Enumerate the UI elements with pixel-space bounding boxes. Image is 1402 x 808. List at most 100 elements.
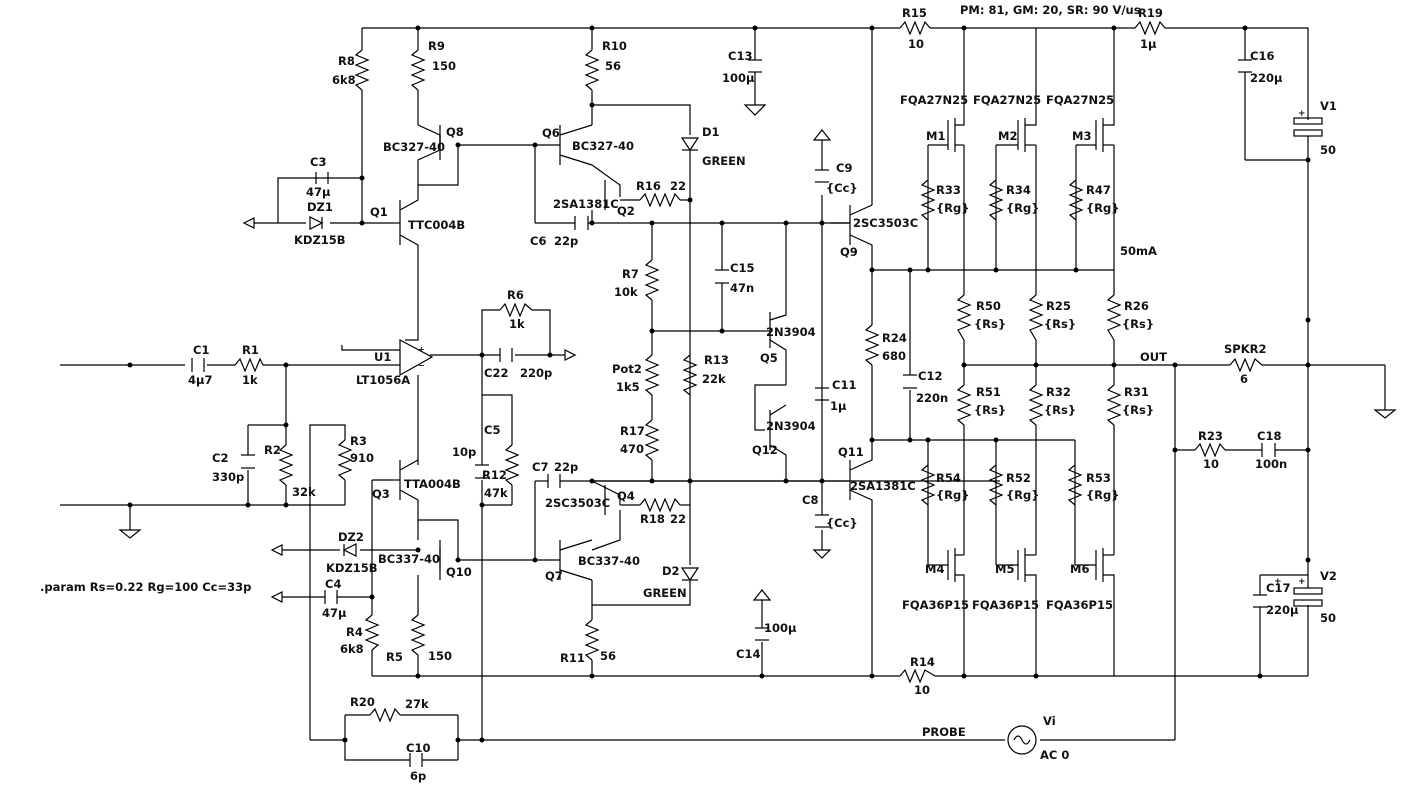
label-pot2-ref: Pot2 [612,362,642,376]
label-q8-ref: Q8 [446,125,464,139]
label-m6-ref: M6 [1070,562,1089,576]
label-r25-value: {Rs} [1044,317,1076,331]
label-m2-value: FQA27N25 [973,93,1041,107]
label-r34-value: {Rg} [1006,201,1039,215]
label-r6-value: 1k [509,317,525,331]
label-r14-value: 10 [914,683,930,697]
label-m1-ref: M1 [926,129,945,143]
label-q2-ref: Q2 [617,204,635,218]
label-c18-value: 100n [1255,457,1287,471]
label-q12-value: 2N3904 [766,419,816,433]
label-r1-value: 1k [242,373,258,387]
label-c6-value: 22p [554,234,578,248]
label-m4-value: FQA36P15 [902,598,969,612]
op-amp-u1-symbol [399,339,434,377]
label-m2-ref: M2 [998,129,1017,143]
label-r13-value: 22k [702,372,726,386]
label-v1-value: 50 [1320,143,1336,157]
analysis-stats-text: PM: 81, GM: 20, SR: 90 V/us [960,3,1141,17]
label-c22-value: 220p [520,366,552,380]
label-q10-ref: Q10 [446,565,472,579]
label-r20-ref: R20 [350,695,375,709]
label-r32-ref: R32 [1046,385,1071,399]
param-directive: .param Rs=0.22 Rg=100 Cc=33p [40,580,251,594]
label-m3-ref: M3 [1072,129,1091,143]
label-r6-ref: R6 [507,288,524,302]
label-u1-ref: U1 [374,350,391,364]
label-r33-ref: R33 [936,183,961,197]
label-r3-value: 910 [350,451,374,465]
label-v2-value: 50 [1320,611,1336,625]
label-dz1-value: KDZ15B [294,233,346,247]
label-c6-ref: C6 [530,234,546,248]
label-r24-ref: R24 [882,331,907,345]
label-c9-value: {Cc} [826,181,858,195]
label-c11-ref: C11 [832,378,856,392]
label-c12-ref: C12 [918,369,942,383]
label-r23-ref: R23 [1198,429,1223,443]
label-q9-value: 2SC3503C [853,216,918,230]
label-r53-ref: R53 [1086,471,1111,485]
transistor-symbols [393,118,1115,585]
label-c4-ref: C4 [325,577,341,591]
label-m5-ref: M5 [995,562,1014,576]
label-c1-value: 4µ7 [188,373,212,387]
label-c2-value: 330p [212,470,244,484]
label-r20-value: 27k [405,697,429,711]
label-q9-ref: Q9 [840,245,858,259]
label-v1-ref: V1 [1320,99,1337,113]
label-u1-value: LT1056A [356,373,410,387]
label-r34-ref: R34 [1006,183,1031,197]
label-c15-ref: C15 [730,261,754,275]
label-c2-ref: C2 [212,451,228,465]
label-r47-ref: R47 [1086,183,1111,197]
diode-symbols [309,137,700,582]
label-r31-ref: R31 [1124,385,1149,399]
label-r14-ref: R14 [910,655,935,669]
label-r15-ref: R15 [902,6,927,20]
label-q3-value: TTA004B [404,477,461,491]
label-r9-ref: R9 [428,39,445,53]
label-r54-value: {Rg} [936,488,969,502]
label-v2-ref: V2 [1320,569,1337,583]
label-r12-value: 47k [484,486,508,500]
label-c13-ref: C13 [728,49,752,63]
label-r11-ref: R11 [560,651,585,665]
label-q4-value: 2SC3503C [545,496,610,510]
label-c5-ref: C5 [484,423,500,437]
label-d1-ref: D1 [702,125,720,139]
label-dz2-ref: DZ2 [338,530,364,544]
label-c18-ref: C18 [1257,429,1281,443]
label-q5-ref: Q5 [760,351,778,365]
label-r1-ref: R1 [242,343,259,357]
label-q5-value: 2N3904 [766,325,816,339]
v2-plus-sign: + [1298,577,1306,587]
label-r7-value: 10k [614,285,638,299]
label-q6-ref: Q6 [542,126,560,140]
label-c5-value: 10p [452,445,476,459]
label-q7-value: BC337-40 [578,554,640,568]
label-r54-ref: R54 [936,471,961,485]
label-q11-value: 2SA1381C [850,479,916,493]
label-r18-value: 22 [670,512,686,526]
label-r17-ref: R17 [620,424,645,438]
ground-and-ref-symbols [118,104,1397,603]
label-r4-value: 6k8 [340,642,364,656]
label-m4-ref: M4 [925,562,944,576]
label-r10-value: 56 [605,59,621,73]
label-c3-ref: C3 [310,155,326,169]
v1-plus-sign: + [1298,109,1306,119]
u1-plus-sign: + [418,345,425,354]
label-r11-value: 56 [600,649,616,663]
label-r51-value: {Rs} [974,403,1006,417]
label-r53-value: {Rg} [1086,488,1119,502]
label-c8-value: {Cc} [826,516,858,530]
label-m6-value: FQA36P15 [1046,598,1113,612]
label-r23-value: 10 [1203,457,1219,471]
label-r26-ref: R26 [1124,299,1149,313]
label-r17-value: 470 [620,442,644,456]
label-d2-ref: D2 [662,564,680,578]
label-q12-ref: Q12 [752,443,778,457]
label-dz1-ref: DZ1 [307,200,333,214]
label-r5-value: 150 [428,649,452,663]
